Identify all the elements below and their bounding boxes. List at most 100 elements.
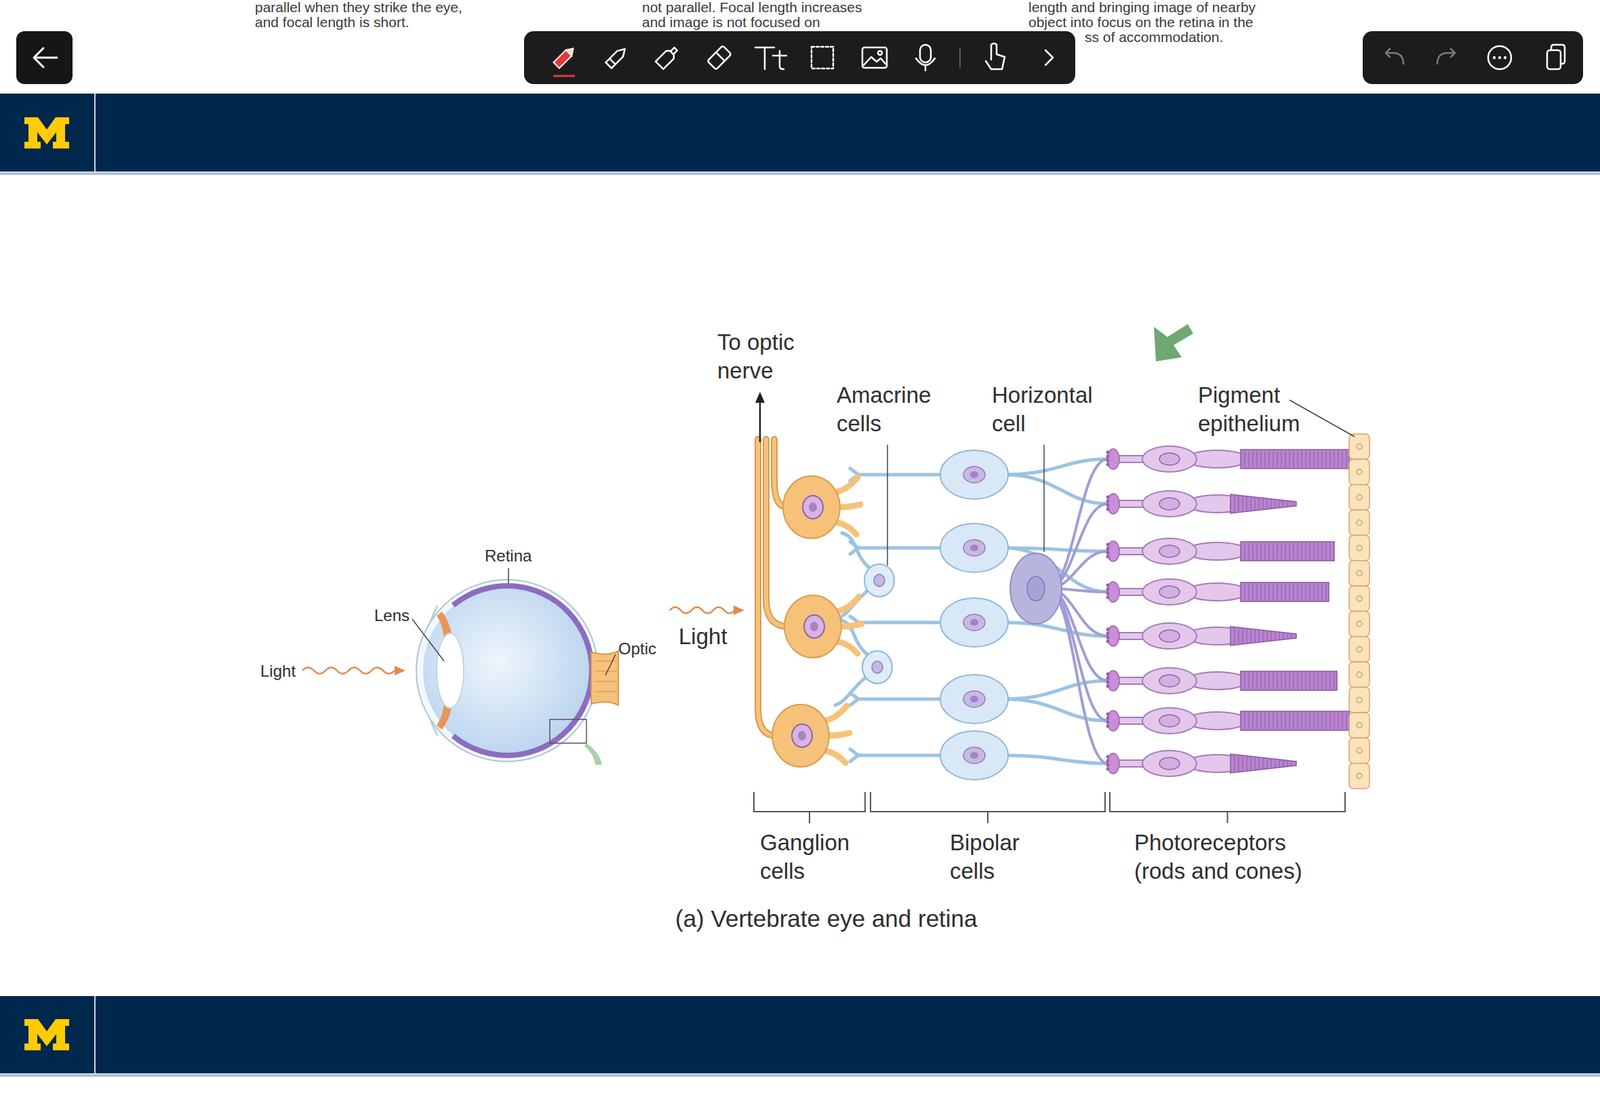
- bar-divider: [94, 93, 96, 172]
- epithelial-nucleus: [1356, 520, 1363, 526]
- cut-off-note: and focal length is short.: [254, 14, 410, 30]
- sclera: [416, 579, 598, 762]
- disc-stripe: [1309, 712, 1311, 729]
- mic-icon: [920, 44, 931, 63]
- disc-stripe: [1305, 450, 1307, 468]
- cone-outer-segment: [1230, 494, 1297, 514]
- disc-stripe: [1248, 450, 1250, 468]
- light-arrowhead: [394, 665, 406, 676]
- light-label: Light: [678, 622, 728, 651]
- ganglion-axon: [766, 439, 789, 627]
- terminal-knob: [1106, 583, 1110, 588]
- more-options-dot: [1498, 56, 1502, 59]
- bipolar-nucleus: [963, 539, 986, 556]
- disc-stripe: [1274, 631, 1276, 640]
- disc-stripe: [1301, 583, 1303, 600]
- disc-stripe: [1256, 712, 1258, 729]
- terminal-knob: [1106, 454, 1110, 459]
- epithelial-nucleus: [1356, 621, 1363, 627]
- more-options-dot: [1503, 56, 1507, 59]
- highlighter-shape: [655, 45, 680, 70]
- photoreceptor-body: [1142, 750, 1197, 777]
- disc-stripe: [1288, 583, 1291, 600]
- epithelial-cell: [1349, 611, 1370, 637]
- disc-stripe: [1309, 450, 1311, 468]
- disc-stripe: [1244, 543, 1246, 560]
- disc-stripe: [1268, 583, 1270, 600]
- undo-icon: [1385, 48, 1404, 64]
- disc-stripe: [1252, 712, 1254, 729]
- disc-stripe: [1256, 450, 1258, 468]
- disc-stripe: [1237, 495, 1240, 512]
- nucleolus: [970, 544, 979, 552]
- disc-stripe: [1321, 712, 1323, 729]
- disc-stripe: [1313, 543, 1315, 560]
- ganglion-cell: [783, 475, 840, 539]
- text-tool-icon: [755, 47, 787, 70]
- bipolar-dendrite: [1003, 474, 1108, 504]
- optic-nerve-fiber: [595, 660, 617, 662]
- bipolar-axon: [850, 692, 944, 706]
- disc-stripe: [1341, 712, 1344, 729]
- disc-stripe: [1301, 672, 1303, 689]
- disc-stripe: [1244, 450, 1246, 468]
- amacrine-process: [835, 676, 867, 706]
- cut-off-note: not parallel. Focal length increases: [642, 0, 863, 15]
- disc-stripe: [1248, 712, 1250, 729]
- disc-stripe: [1276, 583, 1278, 600]
- bar-rule: [0, 172, 1600, 175]
- disc-stripe: [1254, 757, 1256, 771]
- disc-stripe: [1290, 501, 1293, 506]
- disc-stripe: [1244, 583, 1246, 600]
- disc-stripe: [1256, 583, 1258, 600]
- cut-off-note: ss of accommodation.: [1084, 29, 1224, 45]
- photoreceptor-nucleus: [1159, 497, 1180, 510]
- disc-stripe: [1280, 712, 1283, 729]
- disc-stripe: [1337, 712, 1339, 729]
- part-label: Optic: [618, 638, 657, 659]
- more-tools-chevron: [1045, 50, 1053, 66]
- disc-stripe: [1292, 543, 1295, 560]
- disc-stripe: [1250, 496, 1252, 511]
- ganglion-dendrite: [837, 504, 861, 508]
- epithelial-cell: [1349, 661, 1370, 687]
- disc-stripe: [1276, 450, 1278, 468]
- disc-stripe: [1244, 712, 1246, 729]
- epithelial-cell: [1349, 636, 1370, 662]
- pencil-icon: [553, 45, 576, 68]
- group-label: Bipolar cells: [949, 828, 1042, 886]
- disc-stripe: [1313, 712, 1315, 729]
- cut-off-note: object into focus on the retina in the: [1028, 14, 1254, 30]
- disc-stripe: [1280, 543, 1283, 560]
- disc-stripe: [1325, 583, 1327, 600]
- bipolar-cell: [940, 597, 1009, 647]
- epithelial-nucleus: [1356, 696, 1363, 703]
- disc-stripe: [1325, 450, 1327, 468]
- terminal-knob: [1106, 640, 1110, 644]
- disc-stripe: [1317, 543, 1319, 560]
- disc-stripe: [1237, 627, 1240, 645]
- block-m-logo: [24, 117, 70, 149]
- photoreceptor-nucleus: [1159, 545, 1180, 558]
- lens: [436, 633, 464, 708]
- bipolar-cell: [940, 450, 1009, 499]
- horizontal-nucleus: [1027, 576, 1045, 601]
- disc-stripe: [1262, 498, 1264, 510]
- terminal-knob: [1106, 458, 1110, 463]
- photoreceptor-nucleus: [1159, 757, 1180, 770]
- epithelial-nucleus: [1356, 722, 1363, 729]
- epithelial-nucleus: [1356, 595, 1363, 602]
- disc-stripe: [1321, 450, 1323, 468]
- disc-stripe: [1284, 450, 1287, 468]
- leader-line: [507, 568, 510, 584]
- disc-stripe: [1252, 672, 1254, 689]
- figure-caption: (a) Vertebrate eye and retina: [675, 904, 978, 933]
- bipolar-nucleus: [963, 614, 986, 631]
- disc-stripe: [1288, 450, 1291, 468]
- group-bracket: [1109, 791, 1346, 824]
- ganglion-nucleus: [804, 614, 825, 638]
- epithelial-cell: [1349, 433, 1370, 459]
- zoom-box: [549, 719, 587, 744]
- photoreceptor-body: [1142, 578, 1197, 605]
